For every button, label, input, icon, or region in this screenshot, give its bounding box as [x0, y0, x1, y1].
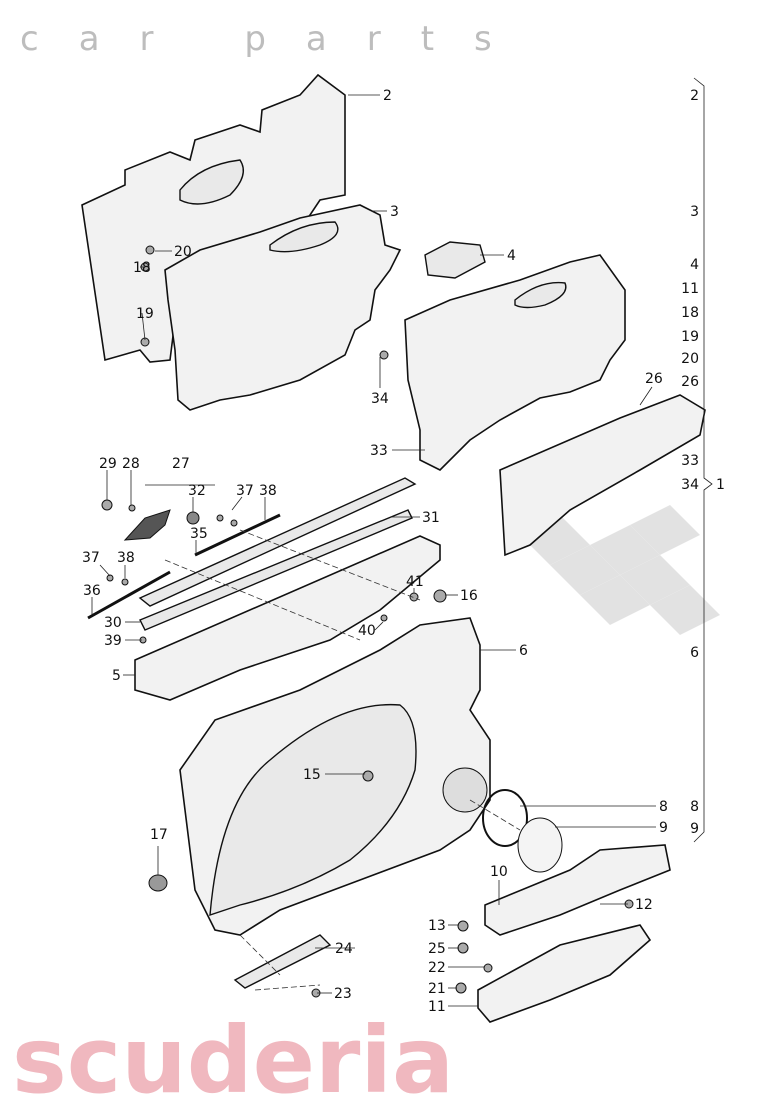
callout-29: 29: [99, 456, 117, 472]
callout-6: 6: [519, 643, 528, 659]
callout-21: 21: [428, 981, 446, 997]
callout-19: 19: [136, 306, 154, 322]
part-30-strip: [139, 509, 413, 631]
callout-38: 38: [117, 550, 135, 566]
callout-4: 4: [507, 248, 516, 264]
part-26-panel: [499, 394, 706, 557]
callout-34: 34: [371, 391, 389, 407]
part-4-handle: [424, 241, 486, 279]
callout-18: 18: [133, 260, 151, 276]
assembly-group-label: 1: [716, 477, 725, 493]
assembly-item-19: 19: [681, 329, 699, 345]
part-9-cover: [517, 817, 563, 873]
part-3-cutout: [269, 221, 339, 253]
callout-5: 5: [112, 668, 121, 684]
callout-9: 9: [659, 820, 668, 836]
leader-line: [639, 386, 653, 406]
assembly-item-33: 33: [681, 453, 699, 469]
callout-36: 36: [83, 583, 101, 599]
callout-17: 17: [150, 827, 168, 843]
part-35-rod: [194, 513, 281, 557]
assembly-item-6: 6: [690, 645, 699, 661]
leader-lines: [91, 94, 656, 1007]
part-32-cap: [186, 511, 200, 525]
assembly-item-26: 26: [681, 374, 699, 390]
callout-23: 23: [334, 986, 352, 1002]
leader-line: [374, 621, 384, 631]
part-27-emblem: [123, 509, 171, 541]
assembly-lines: [164, 529, 521, 991]
part-membrane-cutout: [514, 281, 567, 309]
callout-38: 38: [259, 483, 277, 499]
callout-2: 2: [383, 88, 392, 104]
part-3-membrane: [164, 204, 402, 411]
watermark: car parts scuderia: [12, 19, 532, 1100]
callout-15: 15: [303, 767, 321, 783]
part-membrane-right: [404, 254, 626, 471]
callout-22: 22: [428, 960, 446, 976]
callout-31: 31: [422, 510, 440, 526]
callout-20: 20: [174, 244, 192, 260]
callout-3: 3: [390, 204, 399, 220]
callout-11: 11: [428, 999, 446, 1015]
callout-28: 28: [122, 456, 140, 472]
part-2-cutout: [179, 159, 244, 205]
checkered-flag-icon: [520, 505, 720, 635]
callout-16: 16: [460, 588, 478, 604]
assembly-item-8: 8: [690, 799, 699, 815]
assembly-item-3: 3: [690, 204, 699, 220]
callout-10: 10: [490, 864, 508, 880]
part-8-ring: [482, 789, 528, 847]
callout-30: 30: [104, 615, 122, 631]
callout-39: 39: [104, 633, 122, 649]
part-31-strip: [138, 477, 417, 607]
callout-13: 13: [428, 918, 446, 934]
callout-8: 8: [659, 799, 668, 815]
watermark-sub: car parts: [20, 19, 532, 59]
callout-25: 25: [428, 941, 446, 957]
watermark-brand: scuderia: [12, 1007, 454, 1100]
assembly-item-2: 2: [690, 88, 699, 104]
part-17-clip: [148, 874, 168, 892]
callout-32: 32: [188, 483, 206, 499]
assembly-item-18: 18: [681, 305, 699, 321]
leader-line: [99, 564, 111, 577]
callout-40: 40: [358, 623, 376, 639]
part-24-strip: [233, 934, 332, 989]
speaker-opening: [442, 767, 488, 813]
assembly-item-4: 4: [690, 257, 699, 273]
assembly-item-34: 34: [681, 477, 699, 493]
callout-33: 33: [370, 443, 388, 459]
callout-37: 37: [236, 483, 254, 499]
assembly-bracket: [693, 77, 713, 843]
callout-35: 35: [190, 526, 208, 542]
callout-27: 27: [172, 456, 190, 472]
leader-line: [141, 312, 146, 341]
callout-12: 12: [635, 897, 653, 913]
callout-26: 26: [645, 371, 663, 387]
callout-24: 24: [335, 941, 353, 957]
assembly-item-11: 11: [681, 281, 699, 297]
part-10-armrest: [484, 844, 671, 936]
part-36-rod: [87, 570, 171, 620]
assembly-item-9: 9: [690, 821, 699, 837]
part-2-insulation: [81, 73, 346, 363]
part-6-door-opening: [209, 703, 417, 917]
assembly-item-20: 20: [681, 351, 699, 367]
part-11-pocket: [477, 924, 652, 1023]
callout-41: 41: [406, 574, 424, 590]
callout-37: 37: [82, 550, 100, 566]
part-5-trim: [134, 535, 441, 701]
fasteners: [101, 245, 634, 998]
leader-line: [231, 496, 243, 511]
